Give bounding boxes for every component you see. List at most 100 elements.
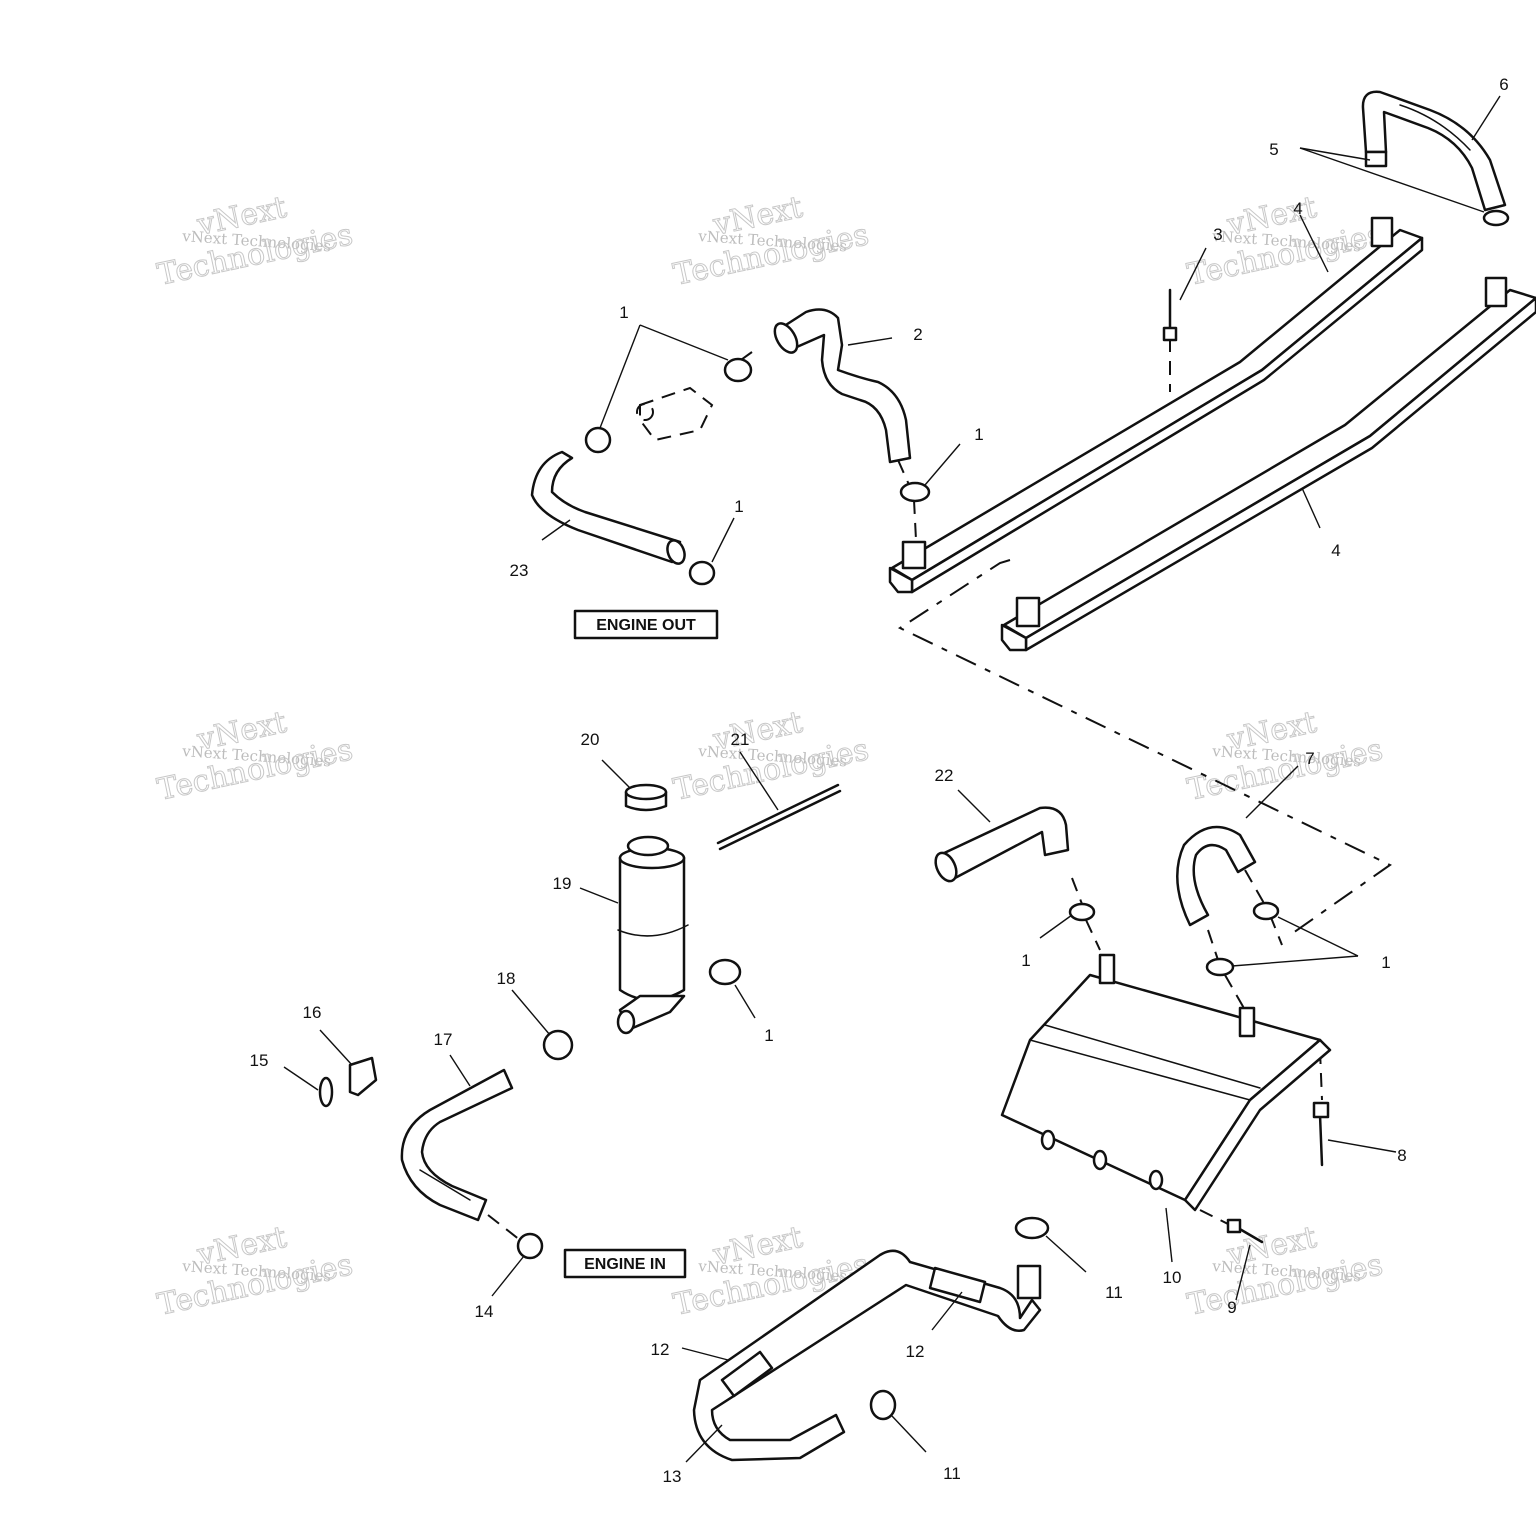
hose-part-7	[1176, 825, 1257, 927]
bolt-9-shaft	[1236, 1226, 1264, 1244]
callout-1: 1	[764, 1026, 773, 1045]
hose-17-ribs	[419, 1169, 471, 1201]
cooler-10-hole	[1040, 1129, 1056, 1151]
cooler-10-fitting-a	[1098, 953, 1116, 985]
hose-7-body	[1176, 825, 1257, 927]
hose-part-23	[530, 450, 686, 565]
leader	[931, 1291, 963, 1331]
leader	[1039, 914, 1073, 939]
callout-1: 1	[1021, 951, 1030, 970]
cooler-10-ridge	[1044, 1024, 1261, 1089]
cooler-part-10	[1000, 953, 1332, 1212]
bolt-part-8	[1312, 1101, 1330, 1167]
leader	[599, 324, 641, 429]
sleeve-12-left	[720, 1350, 774, 1398]
callout-10: 10	[1163, 1268, 1182, 1287]
callout-6: 6	[1499, 75, 1508, 94]
routing-dash	[487, 1214, 521, 1241]
clamp-11-upper	[1014, 1216, 1050, 1240]
clamp-1	[899, 481, 931, 503]
leader	[1245, 765, 1299, 819]
leader	[734, 984, 756, 1019]
reservoir-19-neck	[626, 835, 670, 857]
leader	[891, 1415, 927, 1453]
callout-1: 1	[734, 497, 743, 516]
leader	[711, 517, 735, 563]
leader	[1179, 247, 1207, 301]
leader	[1235, 1244, 1251, 1301]
rail-upper-fitting-a	[901, 540, 927, 570]
reservoir-part-19	[616, 835, 689, 1035]
tube-21-line-a	[716, 783, 840, 845]
leader	[1231, 955, 1359, 967]
cap-part-20	[624, 783, 668, 812]
clamp-11-lower	[869, 1389, 897, 1421]
routing-dash	[897, 459, 911, 488]
hose-6-texture	[1399, 104, 1471, 151]
leader	[319, 1029, 353, 1066]
routing-dash	[1224, 974, 1246, 1011]
cooler-10-side	[1183, 1038, 1332, 1212]
bolt-8-head	[1312, 1101, 1330, 1119]
hose-part-17	[400, 1068, 514, 1222]
heat-exchanger-part-4-lower	[1000, 276, 1536, 652]
routing-dash	[1071, 877, 1083, 905]
hose-2-opening	[773, 322, 799, 354]
clamp-1	[1205, 957, 1235, 977]
rail-lower-fitting-b	[1484, 276, 1508, 308]
bolt-8-shaft	[1318, 1113, 1324, 1167]
leader	[847, 337, 893, 346]
leader	[1327, 1139, 1397, 1153]
leader	[579, 887, 619, 904]
leader	[283, 1066, 319, 1091]
pipe-part-13	[692, 1249, 1042, 1462]
callout-17: 17	[434, 1030, 453, 1049]
routing-dash-long	[897, 559, 1392, 936]
clamp-1	[1068, 902, 1096, 922]
cooler-10-hole	[1148, 1169, 1164, 1191]
bolt-part-3	[1162, 288, 1178, 342]
leader	[639, 324, 729, 361]
leader	[924, 443, 961, 486]
callout-8: 8	[1397, 1146, 1406, 1165]
clamp-1	[688, 560, 716, 586]
callout-19: 19	[553, 874, 572, 893]
leader	[681, 1347, 729, 1361]
callout-2: 2	[913, 325, 922, 344]
cooler-10-fitting-b	[1238, 1006, 1256, 1038]
clamp-5-top	[1364, 150, 1388, 168]
callout-18: 18	[497, 969, 516, 988]
bolt-9-head	[1226, 1218, 1242, 1234]
connector-dashed	[636, 386, 714, 442]
callout-9: 9	[1227, 1298, 1236, 1317]
callout-1: 1	[974, 425, 983, 444]
engine-in-text: ENGINE IN	[584, 1256, 666, 1273]
callout-20: 20	[581, 730, 600, 749]
engine-out-box	[573, 609, 719, 640]
cooler-10-hole	[1092, 1149, 1108, 1171]
leader	[1299, 147, 1485, 213]
leader	[511, 989, 551, 1036]
callout-numbers: 1 1 1 1 1 1 2 3 4 4 5 6 7 8 9 10 11 11 1…	[250, 75, 1509, 1486]
clamp-5-bottom	[1482, 209, 1510, 227]
leader	[491, 1255, 525, 1297]
watermark: vNext vNext Technologies Technologies	[154, 704, 356, 808]
hose-6-body	[1361, 90, 1507, 212]
leader	[1299, 214, 1329, 273]
clamps-part-11	[869, 1216, 1050, 1421]
hose-22-opening	[934, 851, 958, 883]
bracket-part-16	[348, 1056, 378, 1097]
callout-1: 1	[1381, 953, 1390, 972]
rail-upper-fitting-b	[1370, 216, 1394, 248]
leader	[541, 519, 571, 541]
washer-part-15	[318, 1076, 334, 1108]
callout-1: 1	[619, 303, 628, 322]
callout-15: 15	[250, 1051, 269, 1070]
leader-lines	[283, 95, 1501, 1463]
callout-4: 4	[1293, 199, 1302, 218]
leader	[1471, 95, 1501, 141]
callout-11: 11	[943, 1464, 961, 1483]
washer-15	[318, 1076, 334, 1108]
routing-dash	[737, 351, 753, 363]
